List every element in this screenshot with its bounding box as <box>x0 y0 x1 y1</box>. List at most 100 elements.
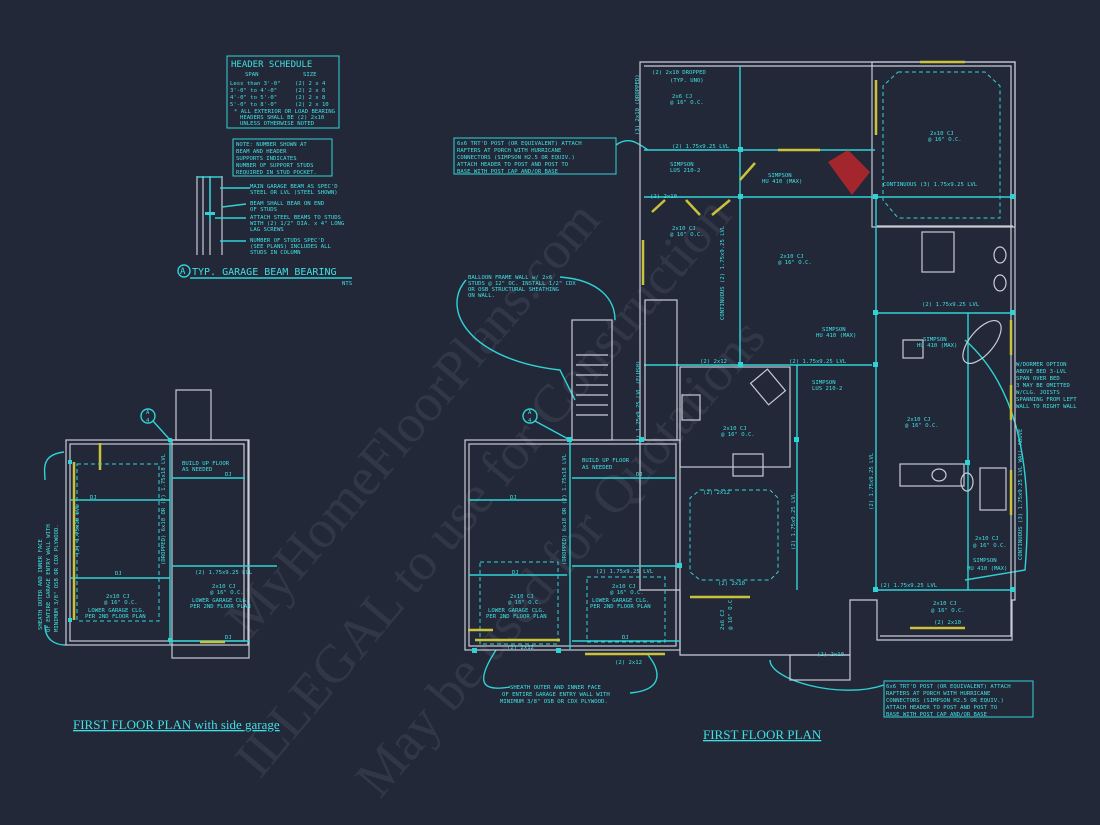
dj-label: DJ <box>512 570 519 576</box>
garage-beam-detail: MAIN GARAGE BEAM AS SPEC'D STEEL OR LVL … <box>177 176 352 287</box>
oc-label: @ 16" O.C. <box>508 600 542 606</box>
note-line: MINIMUM 3/8" OSB OR CDX PLYWOOD. <box>54 524 60 632</box>
oc-label: @ 16" O.C. <box>778 260 812 266</box>
callout: NUMBER OF STUDS SPEC'D <box>250 238 325 244</box>
simpson-label: SIMPSON <box>822 327 846 333</box>
header-label: (2) 2x10 <box>934 620 961 626</box>
detail-tag: A <box>180 267 186 277</box>
oc-label: @ 16" O.C. <box>670 232 704 238</box>
note-line: OF ENTIRE GARAGE ENTRY WALL WITH <box>502 692 610 698</box>
note-line: PER 2ND FLOOR PLAN <box>486 614 547 620</box>
note-line: BALLOON FRAME WALL w/ 2x6 <box>468 275 552 281</box>
note-line: WALL TO RIGHT WALL <box>1016 404 1077 410</box>
header-label: (TYP. UNO) <box>670 78 704 84</box>
porch-post-note-top: 6x6 TRT'D POST (OR EQUIVALENT) ATTACH RA… <box>453 137 649 175</box>
main-floor-plan: (2) 2x10 DROPPED (TYP. UNO) (3) 2x10 (DR… <box>464 60 1016 681</box>
header-label: (2) 2x10 <box>817 652 844 658</box>
side-garage-plan-title: FIRST FLOOR PLAN with side garage <box>73 717 280 732</box>
lvl-label: (2) 1.75x9.25 LVL <box>789 359 847 365</box>
lvl-label: (2) 1.75x9.25 LVL <box>869 452 875 510</box>
note-line: STUDS @ 12" OC. INSTALL 1/2" CDX <box>468 281 576 287</box>
lvl-label: (2) 1.75x18 LVL <box>75 504 81 555</box>
row-size: (2) 2 x 8 <box>295 95 326 101</box>
oc-label: @ 16" O.C. <box>931 608 965 614</box>
lvl-label: (2) 1.75x9.25 LVL <box>195 570 253 576</box>
simpson-label: SIMPSON <box>812 380 836 386</box>
note-line: 3 MAY BE OMITTED <box>1016 383 1071 389</box>
note-line: SHEATH OUTER AND INNER FACE <box>38 538 44 630</box>
note-line: LOWER GARAGE CLG. <box>88 608 145 614</box>
header-label: (3) 2x10 (DROPPED) <box>635 74 641 135</box>
note-line: ON WALL. <box>468 293 495 299</box>
oc-label: @ 16" O.C. <box>721 432 755 438</box>
header-schedule-title: HEADER SCHEDULE <box>231 60 312 70</box>
oc-label: @ 16" O.C. <box>610 590 644 596</box>
simpson-label: SIMPSON <box>973 558 997 564</box>
sheath-note-side: SHEATH OUTER AND INNER FACE OF ENTIRE GA… <box>38 451 67 646</box>
lvl-label: (2) 1.75x9.25 LVL <box>791 492 797 550</box>
cj-label: 2x10 CJ <box>907 417 931 423</box>
detail-title: TYP. GARAGE BEAM BEARING <box>192 267 337 278</box>
cj-label: 2x10 CJ <box>933 601 957 607</box>
oc-label: @ 16" O.C. <box>210 590 244 596</box>
cj-label: 2x10 CJ <box>975 536 999 542</box>
callout: MAIN GARAGE BEAM AS SPEC'D <box>250 184 338 190</box>
callout: LAG SCREWS <box>250 227 284 233</box>
col-size: SIZE <box>303 72 317 78</box>
note-line: ABOVE BED 3-LVL <box>1016 369 1067 375</box>
note-line: BASE WITH POST CAP AND/OR BASE <box>457 169 559 175</box>
dj-label: DJ <box>225 635 232 641</box>
oc-label: @ 16" O.C. <box>670 100 704 106</box>
note-line: SUPPORTS INDICATES <box>236 156 297 162</box>
cj-label: 2x10 CJ <box>930 131 954 137</box>
lvl-label: (2) 1.75x9.25 LVL <box>672 144 730 150</box>
simpson-label: HU 410 (MAX) <box>762 179 802 185</box>
oc-label: @ 16" O.C. <box>728 596 734 630</box>
stairs <box>576 354 608 416</box>
section-tag: A <box>146 410 150 416</box>
note-line: 6x6 TRT'D POST (OR EQUIVALENT) ATTACH <box>457 141 582 147</box>
header-label: (2) 2x12 <box>507 645 534 651</box>
note-line: PER 2ND FLOOR PLAN <box>590 604 651 610</box>
row-size: (2) 2 x 10 <box>295 102 329 108</box>
simpson-label: SIMPSON <box>923 337 947 343</box>
header-label: (2) 2x10 <box>718 581 745 587</box>
oc-label: @ 16" O.C. <box>905 423 939 429</box>
note-line: RAFTERS AT PORCH WITH HURRICANE <box>457 148 562 154</box>
lvl-label: (2) 1.75x9.25 LVL <box>922 302 980 308</box>
cj-label: 2x10 CJ <box>510 594 534 600</box>
note-line: BEAM AND HEADER <box>236 149 287 155</box>
callout: ATTACH STEEL BEAMS TO STUDS <box>250 215 341 221</box>
callout: BEAM SHALL BEAR ON END <box>250 201 325 207</box>
note-line: W/CLG. JOISTS <box>1016 390 1060 396</box>
note-line: SHEATH OUTER AND INNER FACE <box>510 685 602 691</box>
callout: OF STUDS <box>250 207 277 213</box>
dj-label: DJ <box>225 472 232 478</box>
continuous-lvl-label: CONTINUOUS (2) 1.75x9.25 LVL <box>720 225 726 320</box>
note-line: AS NEEDED <box>182 467 213 473</box>
dj-label: DJ <box>115 571 122 577</box>
note-line: NOTE: NUMBER SHOWN AT <box>236 142 307 148</box>
dj-label: DJ <box>510 495 517 501</box>
header-label: (2) 2x12 <box>615 660 642 666</box>
oc-label: @ 16" O.C. <box>928 137 962 143</box>
sheath-note-main: SHEATH OUTER AND INNER FACE OF ENTIRE GA… <box>483 649 658 705</box>
continuous-lvl-label: CONTINUOUS (3) 1.75x9.25 LVL <box>883 182 978 188</box>
note-line: SPAN OVER BED <box>1016 376 1060 382</box>
note-line: LOWER GARAGE CLG. <box>192 598 249 604</box>
note-line: LOWER GARAGE CLG. <box>488 608 545 614</box>
simpson-label: SIMPSON <box>768 173 792 179</box>
note-line: AS NEEDED <box>582 465 613 471</box>
header-label: (2) 2x12 <box>700 359 727 365</box>
dj-label: DJ <box>90 495 97 501</box>
section-tag: 4 <box>528 418 532 424</box>
oc-label: @ 16" O.C. <box>104 600 138 606</box>
simpson-label: HU 410 (MAX) <box>816 333 856 339</box>
note-line: BUILD UP FLOOR <box>582 458 630 464</box>
fireplace <box>828 150 870 195</box>
row-size: (2) 2 x 6 <box>295 88 325 94</box>
note-line: OF ENTIRE GARAGE ENTRY WALL WITH <box>46 524 52 632</box>
note-line: NUMBER OF SUPPORT STUDS <box>236 163 313 169</box>
